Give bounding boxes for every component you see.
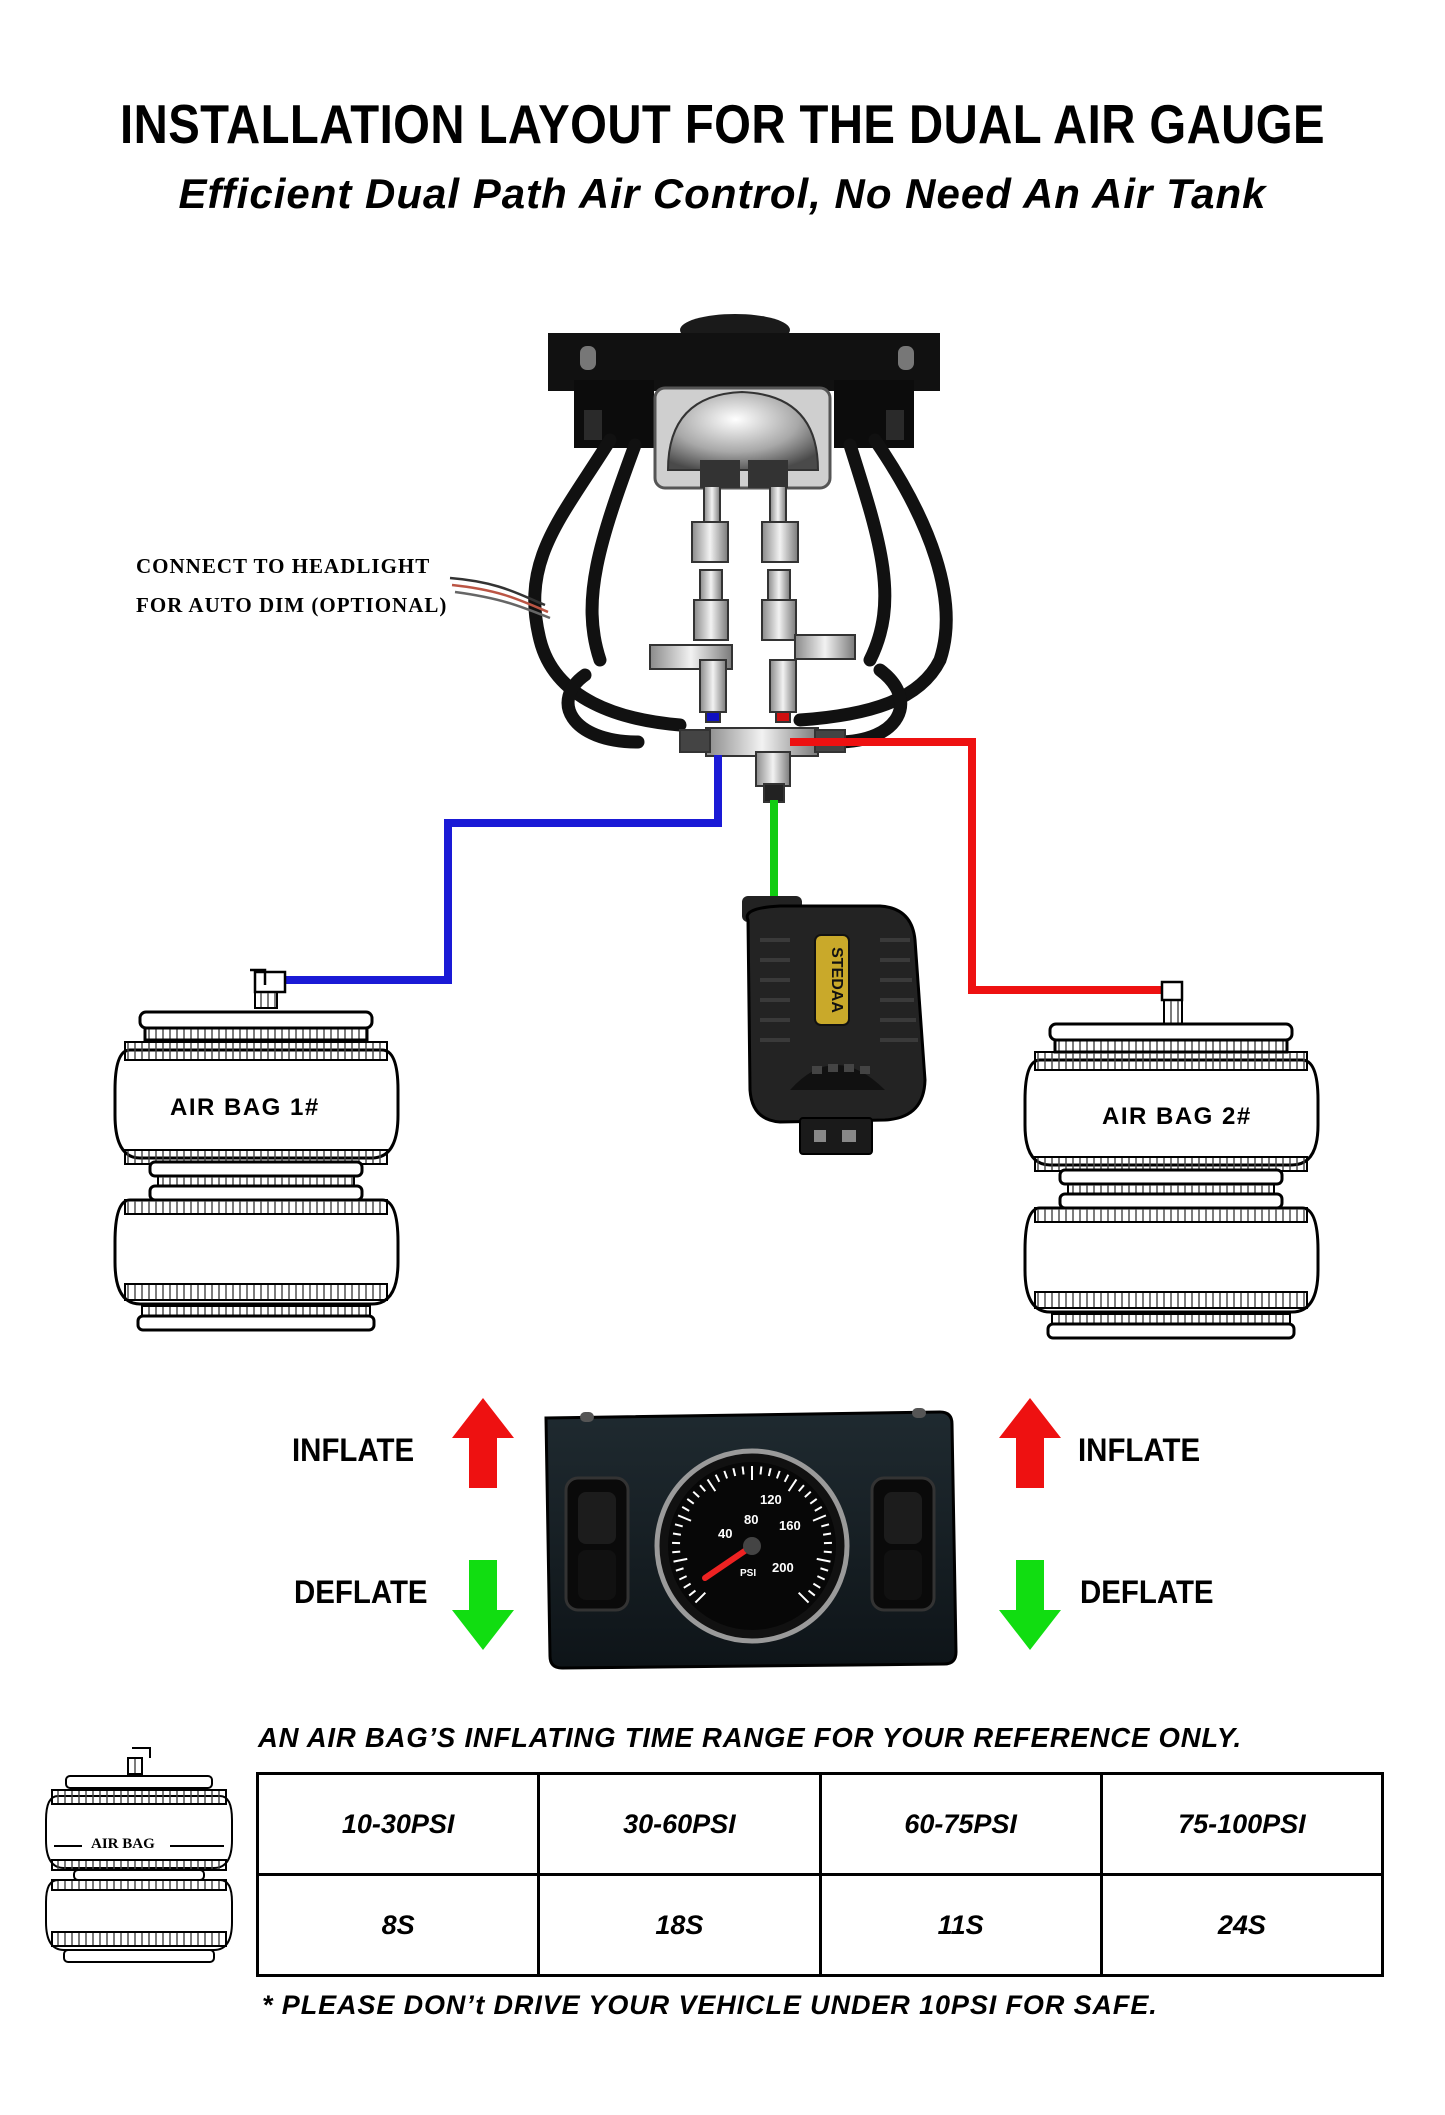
air-bag-2-label: AIR BAG 2# [1102, 1103, 1252, 1130]
gauge-tick-80: 80 [744, 1512, 758, 1527]
table-cell: 10-30PSI [255, 1772, 541, 1876]
gauge-tick-mark [814, 1506, 823, 1512]
gauge-tick-mark [741, 1466, 745, 1475]
table-cell: 75-100PSI [1099, 1772, 1385, 1876]
right-inflate-label: INFLATE [1078, 1432, 1201, 1468]
gauge-tick-mark [677, 1514, 692, 1522]
air-bag-1 [113, 968, 400, 1332]
gauge-tick-mark [787, 1478, 798, 1492]
table-cell: 60-75PSI [818, 1772, 1103, 1876]
reference-heading: AN AIR BAG’S INFLATING TIME RANGE FOR YO… [258, 1722, 1242, 1753]
left-inflate-label: INFLATE [292, 1432, 415, 1468]
gauge-tick-40: 40 [718, 1526, 732, 1541]
gauge-tick-mark [816, 1557, 831, 1563]
gauge-tick-mark [683, 1582, 692, 1589]
gauge-tick-mark [783, 1474, 790, 1483]
gauge-tick-mark [804, 1490, 812, 1498]
gauge-tick-mark [675, 1567, 684, 1572]
page-title: INSTALLATION LAYOUT FOR THE DUAL AIR GAU… [120, 93, 1325, 155]
fittings [649, 485, 856, 803]
control-panel: 80 120 160 40 200 PSI [544, 1408, 958, 1670]
gauge-tick-mark [797, 1591, 810, 1604]
gauge-tick-mark [688, 1589, 697, 1597]
gauge-tick-mark [699, 1484, 707, 1492]
page-subtitle: Efficient Dual Path Air Control, No Need… [178, 170, 1267, 217]
gauge-tick-mark [807, 1589, 816, 1597]
headlight-note-line2: FOR AUTO DIM (OPTIONAL) [136, 593, 448, 617]
gauge-tick-mark [673, 1557, 688, 1563]
gauge-tick-mark [672, 1532, 682, 1536]
gauge-tick-mark [775, 1470, 781, 1479]
gauge-tick-mark [797, 1484, 805, 1492]
arrow-up-right-icon [999, 1398, 1061, 1488]
gauge-tick-mark [706, 1478, 717, 1492]
headlight-note-line1: CONNECT TO HEADLIGHT [136, 554, 431, 578]
gauge-tick-mark [767, 1467, 772, 1477]
table-cell: 18S [537, 1873, 822, 1977]
gauge-tick-mark [714, 1474, 721, 1483]
gauge-tick-mark [732, 1467, 737, 1477]
gauge-tick-mark [812, 1582, 821, 1589]
gauge-tick-mark [759, 1466, 763, 1475]
gauge-tick-160: 160 [779, 1518, 801, 1533]
gauge-tick-mark [812, 1514, 827, 1522]
table-cell: 30-60PSI [537, 1772, 822, 1876]
table-cell: 8S [255, 1873, 541, 1977]
gauge-tick-mark [694, 1591, 707, 1604]
gauge-unit: PSI [740, 1568, 756, 1579]
gauge-tick-mark [809, 1498, 818, 1505]
gauge-tick-mark [823, 1550, 832, 1554]
gauge-tick-mark [821, 1523, 830, 1528]
air-bag-1-label: AIR BAG 1# [170, 1094, 320, 1121]
compressor: STEDAA [742, 896, 927, 1155]
gauge-tick-120: 120 [760, 1492, 782, 1507]
table-header-row: 10-30PSI 30-60PSI 60-75PSI 75-100PSI [255, 1772, 1385, 1876]
compressor-brand-text: STEDAA [828, 947, 845, 1013]
gauge-tick-mark [723, 1470, 729, 1479]
gauge-tick-mark [822, 1532, 832, 1536]
line-to-air-bag-1 [282, 755, 722, 984]
gauge-tick-mark [674, 1523, 683, 1528]
inflating-time-table: 10-30PSI 30-60PSI 60-75PSI 75-100PSI 8S … [255, 1772, 1385, 1977]
colored-air-lines [282, 738, 1172, 994]
black-air-hoses [528, 433, 953, 749]
arrow-up-left-icon [452, 1398, 514, 1488]
gauge-tick-mark [820, 1567, 829, 1572]
arrow-down-left-icon [452, 1560, 514, 1650]
table-cell: 11S [818, 1873, 1103, 1977]
air-bag-2 [1023, 980, 1320, 1340]
gauge-tick-mark [816, 1575, 826, 1581]
gauge-tick-mark [678, 1575, 688, 1581]
right-deflate-label: DEFLATE [1080, 1574, 1214, 1610]
table-cell: 24S [1099, 1873, 1385, 1977]
line-to-air-bag-2 [790, 738, 1172, 994]
left-deflate-label: DEFLATE [294, 1574, 428, 1610]
gauge-tick-mark [672, 1550, 681, 1554]
gauge-tick-mark [686, 1498, 695, 1505]
gauge-mounting-assembly [548, 314, 940, 490]
safety-warning: * PLEASE DON’t DRIVE YOUR VEHICLE UNDER … [262, 1990, 1158, 2020]
small-air-bag-icon [45, 1747, 233, 1963]
gauge-tick-mark [692, 1490, 700, 1498]
table-row: 8S 18S 11S 24S [255, 1873, 1385, 1977]
arrow-down-right-icon [999, 1560, 1061, 1650]
gauge-tick-200: 200 [772, 1560, 794, 1575]
small-air-bag-label: AIR BAG [88, 1836, 158, 1853]
gauge-tick-mark [681, 1506, 690, 1512]
headlight-wires [449, 576, 551, 620]
